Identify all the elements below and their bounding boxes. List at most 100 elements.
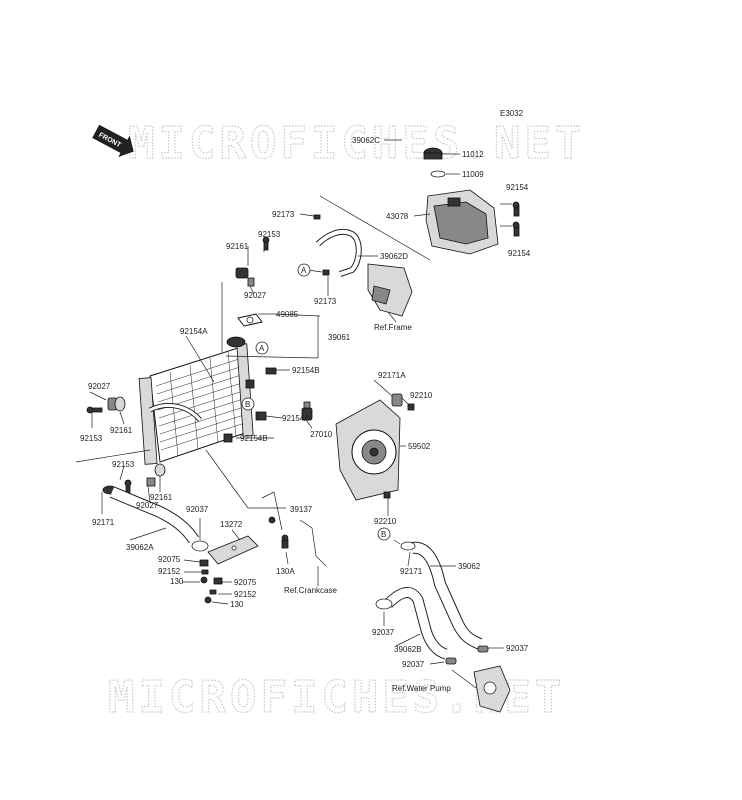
label-92027-left: 92027 — [88, 382, 111, 391]
bolt-130a — [281, 534, 289, 549]
bolt-92154b-mid — [223, 433, 233, 443]
label-11012: 11012 — [462, 150, 484, 159]
label-43078: 43078 — [386, 212, 409, 221]
clamp-92037-c — [477, 645, 489, 653]
label-13272: 13272 — [220, 520, 243, 529]
marker-b-low: B — [377, 527, 391, 541]
label-92154b-top: 92154B — [292, 366, 320, 375]
bolt-92210-top — [407, 403, 415, 411]
ref-water-pump: Ref.Water Pump — [392, 684, 451, 693]
bolt-130-b — [204, 596, 212, 604]
label-92037-c: 92037 — [506, 644, 529, 653]
reservoir-tank-43078 — [425, 189, 499, 255]
label-39062d: 39062D — [380, 252, 408, 261]
label-92153-top: 92153 — [258, 230, 281, 239]
label-92154a-mid: 92154A — [282, 414, 310, 423]
label-92171a: 92171A — [378, 371, 406, 380]
clamp-92173-b — [322, 269, 330, 276]
label-92161-left: 92161 — [110, 426, 133, 435]
label-92154a-top: 92154A — [180, 327, 208, 336]
marker-b-mid: B — [241, 397, 255, 411]
label-39062c: 39062C — [352, 136, 380, 145]
label-92173-b: 92173 — [314, 297, 337, 306]
bolt-130-a — [200, 576, 208, 584]
clamp-92037-b — [375, 598, 393, 610]
watermark-top: MICROFICHES.NET — [128, 118, 585, 169]
label-130-a: 130 — [170, 577, 184, 586]
label-39137: 39137 — [290, 505, 313, 514]
clamp-92173-a — [313, 214, 321, 220]
label-92161-top: 92161 — [226, 242, 249, 251]
label-92075-b: 92075 — [234, 578, 257, 587]
radiator-cap — [226, 336, 246, 348]
svg-text:B: B — [381, 530, 386, 539]
nut-92075-b — [213, 577, 223, 585]
washer-92152-b — [209, 589, 217, 595]
bolt-92154b-top — [265, 367, 277, 375]
radiator-39061 — [138, 343, 254, 465]
svg-text:A: A — [301, 266, 307, 275]
label-49085: 49085 — [276, 310, 299, 319]
label-92154-top: 92154 — [506, 183, 529, 192]
label-92037-b: 92037 — [372, 628, 395, 637]
nut-92075-a — [199, 559, 209, 567]
clamp-92037-a — [191, 540, 209, 552]
label-92153-low: 92153 — [112, 460, 135, 469]
washer-92152-a — [201, 569, 209, 575]
label-130a: 130A — [276, 567, 295, 576]
label-39061: 39061 — [328, 333, 351, 342]
label-92161-low: 92161 — [150, 493, 173, 502]
bolt-92154a-top — [245, 379, 255, 389]
svg-text:B: B — [245, 400, 250, 409]
collar-92027-low — [146, 477, 156, 487]
label-27010: 27010 — [310, 430, 333, 439]
grommet-92161-left — [114, 396, 126, 412]
label-92152-a: 92152 — [158, 567, 181, 576]
label-92037-a: 92037 — [186, 505, 209, 514]
label-92154b-mid: 92154B — [240, 434, 268, 443]
label-92154-right: 92154 — [508, 249, 531, 258]
seal-11009 — [430, 170, 446, 178]
water-pump — [473, 665, 511, 713]
label-39062b: 39062B — [394, 645, 422, 654]
bolt-92154-top — [512, 201, 520, 217]
label-39062a: 39062A — [126, 543, 154, 552]
marker-a-mid: A — [255, 341, 269, 355]
label-92171-right: 92171 — [400, 567, 423, 576]
grommet-92161-top — [235, 267, 249, 279]
bracket-39137 — [261, 491, 327, 567]
bolt-92154-right — [512, 221, 520, 237]
label-92027-top: 92027 — [244, 291, 267, 300]
ref-frame: Ref.Frame — [374, 323, 412, 332]
label-92173-a: 92173 — [272, 210, 295, 219]
label-11009: 11009 — [462, 170, 484, 179]
label-92210-top: 92210 — [410, 391, 433, 400]
label-92153-left: 92153 — [80, 434, 103, 443]
clamp-92171-right — [400, 541, 416, 551]
fan-assembly-59502 — [335, 399, 401, 501]
collar-92027-top — [247, 277, 255, 287]
clamp-92037-d — [445, 657, 457, 665]
bolt-92154a-mid — [255, 411, 267, 421]
clamp-92171a — [391, 393, 403, 407]
leader-lines — [75, 139, 512, 689]
svg-text:A: A — [259, 344, 265, 353]
ref-crankcase: Ref.Crankcase — [284, 586, 337, 595]
label-39062: 39062 — [458, 562, 481, 571]
switch-27010 — [301, 401, 313, 421]
label-92152-b: 92152 — [234, 590, 257, 599]
grommet-92161-low — [154, 463, 166, 477]
label-130-b: 130 — [230, 600, 244, 609]
diagram-code: E3032 — [500, 109, 524, 118]
label-92037-d: 92037 — [402, 660, 425, 669]
label-92171-left: 92171 — [92, 518, 115, 527]
bolt-92153-left — [86, 406, 103, 414]
bracket-13272 — [207, 535, 259, 565]
marker-a-top: A — [297, 263, 311, 277]
bolt-92210-low — [383, 491, 391, 499]
label-92027-low: 92027 — [136, 501, 159, 510]
label-59502: 59502 — [408, 442, 431, 451]
label-92075-a: 92075 — [158, 555, 181, 564]
